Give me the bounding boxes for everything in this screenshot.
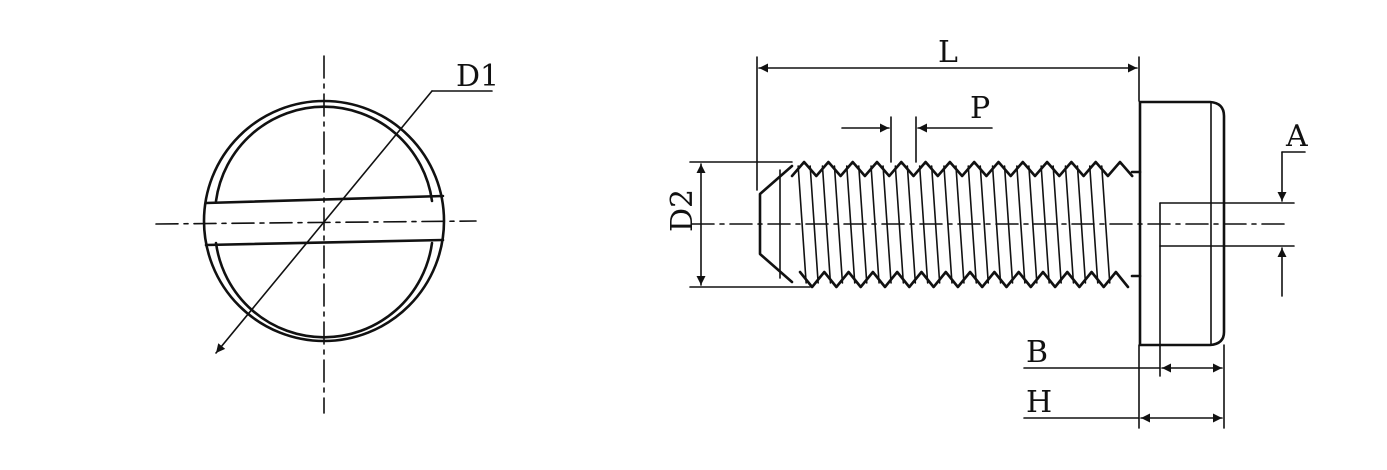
end-view: D1 <box>155 55 499 414</box>
thread-flank-line <box>797 165 807 284</box>
slot-bottom-edge <box>204 238 445 247</box>
d1-label: D1 <box>456 59 499 94</box>
side-view: L P D2 A B H <box>665 35 1308 429</box>
a-label: A <box>1285 119 1308 154</box>
b-label: B <box>1026 335 1048 370</box>
screw-head-outline <box>1138 100 1226 347</box>
thread-flank-line <box>1028 165 1038 284</box>
d2-label: D2 <box>665 189 700 232</box>
p-label: P <box>970 91 990 126</box>
h-label: H <box>1026 385 1052 420</box>
thread-flank-line <box>1064 165 1075 284</box>
l-label: L <box>938 35 958 70</box>
thread-flank-line <box>1100 165 1111 284</box>
thread-flank-line <box>979 165 990 284</box>
thread-flank-line <box>1016 165 1026 284</box>
end-view-horizontal-centerline <box>155 220 477 225</box>
d1-dimension-line <box>215 90 433 354</box>
thread-crest-top <box>790 160 1134 178</box>
thread-flank-line <box>1052 165 1062 284</box>
